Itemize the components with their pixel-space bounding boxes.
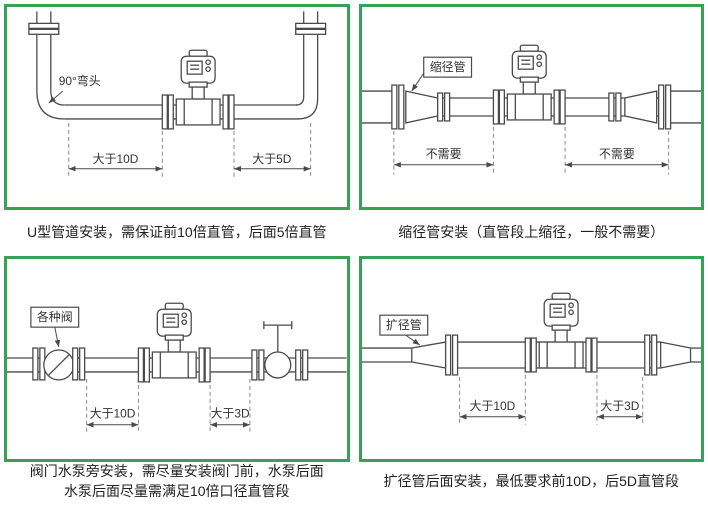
- dimension-5d: 大于5D: [233, 122, 312, 177]
- dimension-3d: 大于3D: [595, 374, 643, 425]
- flowmeter-icon: [161, 49, 235, 130]
- dim-right-label: 大于5D: [252, 152, 292, 166]
- expander-drawing: 扩径管 大于10D 大于3D: [361, 292, 701, 425]
- part-label: 缩径管: [429, 59, 465, 74]
- caption-u-pipe: U型管道安装，需保证前10倍直管，后面5倍直管: [27, 224, 327, 241]
- dim-left-label: 不需要: [425, 147, 461, 161]
- dim-right-label: 不需要: [598, 147, 634, 161]
- dimension-left: 不需要: [392, 126, 494, 175]
- caption-reducer: 缩径管安装（直管段上缩径，一般不需要）: [398, 224, 665, 241]
- elbow-label: 90°弯头: [59, 73, 101, 88]
- dim-left-label: 大于10D: [93, 152, 139, 166]
- part-label: 各种阀: [37, 309, 73, 324]
- dimension-10d: 大于10D: [68, 122, 163, 177]
- diagram-expander: 扩径管 大于10D 大于3D: [358, 256, 704, 462]
- dim-right-label: 大于3D: [600, 399, 640, 413]
- valve-drawing: 各种阀 大于10D 大于3D: [7, 302, 347, 433]
- valve-callout: 各种阀: [30, 306, 80, 348]
- elbow-callout: 90°弯头: [48, 73, 101, 104]
- dimension-10d: 大于10D: [86, 378, 139, 433]
- dim-left-label: 大于10D: [90, 407, 136, 421]
- flowmeter-icon: [137, 302, 211, 383]
- expander-callout: 扩径管: [378, 314, 428, 346]
- reducer-pipework: [361, 84, 701, 130]
- diagram-u-pipe: 90°弯头 大于10D 大于5D: [4, 4, 350, 210]
- dimension-3d: 大于3D: [209, 378, 251, 433]
- u-pipe-drawing: 90°弯头 大于10D 大于5D: [28, 11, 327, 177]
- panel-reducer: 缩径管 不需要 不需要 缩径管安装（直管段上缩径，一般不需要）: [358, 4, 704, 256]
- diagram-reducer: 缩径管 不需要 不需要: [358, 4, 704, 210]
- reducer-callout: 缩径管: [410, 56, 472, 92]
- panel-expander: 扩径管 大于10D 大于3D 扩径管后面安装，最低要求前10D，后5D: [358, 256, 704, 502]
- diagram-valve: 各种阀 大于10D 大于3D: [4, 256, 350, 462]
- reducer-drawing: 缩径管 不需要 不需要: [361, 44, 701, 175]
- flowmeter-icon: [524, 292, 598, 373]
- flowmeter-icon: [492, 44, 566, 125]
- caption-valve: 阀门水泵旁安装，需尽量安装阀门前，水泵后面 水泵后面尽量需满足10倍口径直管段: [29, 463, 324, 499]
- dim-left-label: 大于10D: [469, 399, 515, 413]
- dimension-10d: 大于10D: [458, 374, 526, 425]
- panel-u-pipe: 90°弯头 大于10D 大于5D U型管道安装，需保证前10倍直管，后: [4, 4, 350, 256]
- part-label: 扩径管: [385, 317, 421, 332]
- expander-pipework: [361, 334, 701, 376]
- dim-right-label: 大于3D: [210, 407, 250, 421]
- panel-valve: 各种阀 大于10D 大于3D 阀门水泵旁安装，需尽量安装阀门前，水泵后: [4, 256, 350, 502]
- dimension-right: 不需要: [564, 126, 669, 175]
- caption-expander: 扩径管后面安装，最低要求前10D，后5D直管段: [383, 473, 680, 490]
